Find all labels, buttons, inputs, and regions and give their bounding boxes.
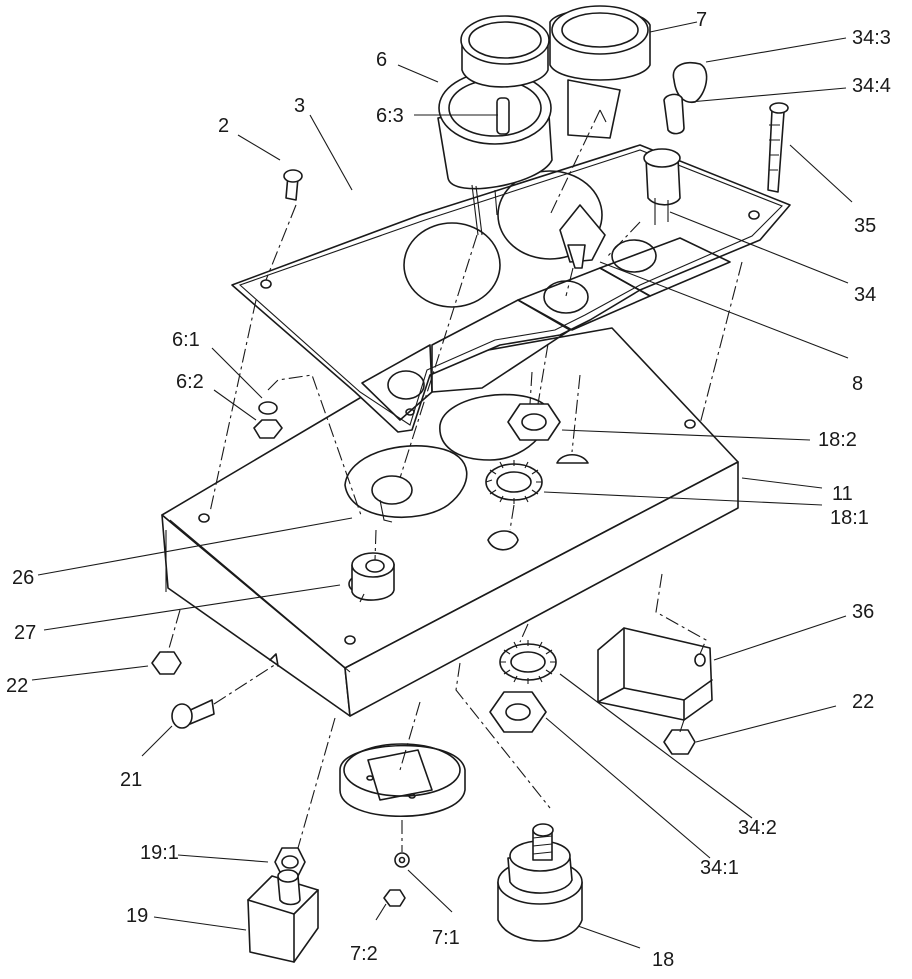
plug-19: [247, 869, 319, 963]
label-36: 36: [852, 601, 875, 623]
label-18-1: 18:1: [830, 507, 869, 529]
label-2: 2: [218, 115, 230, 137]
leader-lines: [31, 21, 853, 949]
label-26: 26: [12, 567, 35, 589]
label-6-1: 6:1: [172, 329, 200, 351]
label-7-2: 7:2: [350, 943, 378, 965]
screw-21: [171, 699, 215, 729]
rotary-switch-18: [497, 823, 583, 942]
label-34: 34: [854, 284, 877, 306]
label-18: 18: [652, 949, 675, 971]
nut-22-right: [663, 729, 696, 755]
label-22-left: 22: [6, 675, 29, 697]
label-34-2: 34:2: [738, 817, 777, 839]
label-3: 3: [294, 95, 306, 117]
knob-26: [371, 475, 413, 523]
label-19-1: 19:1: [140, 842, 179, 864]
label-34-1: 34:1: [700, 857, 739, 879]
gauge-7: [549, 5, 651, 139]
gauge-6: [437, 15, 553, 236]
key-switch: [559, 204, 606, 269]
label-6: 6: [376, 49, 388, 71]
label-22-right: 22: [852, 691, 875, 713]
label-34-4: 34:4: [852, 75, 891, 97]
label-7: 7: [696, 9, 708, 31]
label-6-2: 6:2: [176, 371, 204, 393]
label-34-3: 34:3: [852, 27, 891, 49]
nut-6-2: [253, 419, 283, 439]
lock-washer-34-2: [499, 640, 557, 684]
label-27: 27: [14, 622, 37, 644]
label-7-1: 7:1: [432, 927, 460, 949]
lamp-holder: [643, 93, 685, 225]
lock-washer-18-1: [485, 460, 543, 504]
label-8: 8: [852, 373, 864, 395]
front-plate: [231, 144, 791, 433]
washer-6-1: [258, 401, 278, 415]
label-6-3: 6:3: [376, 105, 404, 127]
label-21: 21: [120, 769, 143, 791]
nut-7-2: [383, 889, 406, 907]
label-35: 35: [854, 215, 877, 237]
nut-22-left: [151, 651, 182, 675]
assembly-center-lines: [167, 109, 743, 852]
housing-box: [161, 327, 739, 717]
bearing-27: [351, 552, 395, 601]
screw-2: [283, 169, 303, 201]
screw-35: [767, 102, 789, 193]
nut-34-1: [489, 691, 547, 733]
label-19: 19: [126, 905, 149, 927]
gauge-bezel: [339, 743, 466, 818]
label-18-2: 18:2: [818, 429, 857, 451]
relay-36: [597, 627, 713, 721]
nut-18-2: [507, 403, 561, 441]
washer-7-1: [394, 852, 410, 868]
label-11: 11: [832, 483, 853, 505]
